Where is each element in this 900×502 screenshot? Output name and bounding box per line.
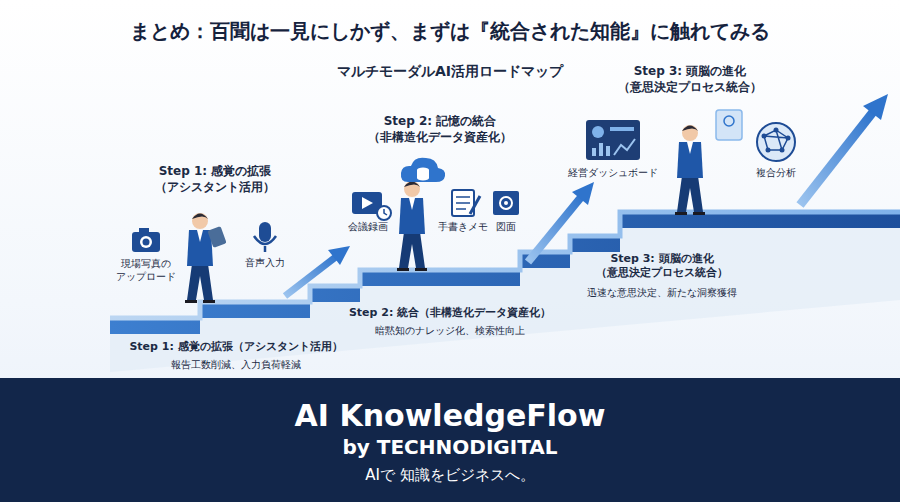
label-text: 報告工数削減、入力負荷軽減 [171,358,301,371]
label-text: 暗黙知のナレッジ化、検索性向上 [375,324,525,337]
progress-arrow [285,246,350,296]
blueprint-icon [493,191,519,215]
label-text: 会議録画 [348,220,388,233]
label-text: 現場写真の アップロード [111,257,181,283]
label-text: Step 1: 感覚の拡張（アシスタント活用） [129,340,342,354]
microphone-icon [254,222,276,252]
band-text: AI KnowledgeFlow [0,396,900,435]
diagram-title: まとめ：百聞は一見にしかず、まずは『統合された知能』に触れてみる [130,18,770,44]
person-figure [185,213,215,303]
label-text: Step 3: 頭脳の進化 （意思決定プロセス統合） [582,252,742,281]
label-text: 迅速な意思決定、新たな洞察獲得 [587,286,737,299]
label-text: Step 1: 感覚の拡張 （アシスタント活用） [145,164,285,195]
person-figure [397,181,427,271]
label-text: 複合分析 [756,166,796,179]
label-text: Step 2: 記憶の統合 （非構造化データ資産化） [360,114,520,145]
label-text: 経営ダッシュボード [568,166,658,179]
band-text: by TECHNODIGITAL [0,434,900,460]
person-figure [675,125,705,215]
brand-band: AI KnowledgeFlowby TECHNODIGITAL AIで 知識をビ… [0,378,900,502]
progress-arrow [528,182,594,262]
label-text: マルチモーダルAI活用ロードマップ [337,62,563,80]
camera-icon [132,228,160,252]
label-text: 音声入力 [245,256,285,269]
label-text: 手書きメモ [438,220,488,233]
label-text: 図面 [496,220,516,233]
dashboard-icon [586,120,640,160]
cloud-icon [401,158,445,182]
label-text: Step 2: 統合（非構造化データ資産化） [349,306,551,320]
progress-arrow [800,94,888,205]
memo-icon [452,190,480,216]
video-icon [352,192,391,220]
label-text: Step 3: 頭脳の進化 （意思決定プロセス統合） [610,64,770,95]
brain-network-icon [757,123,795,161]
band-text: AIで 知識をビジネスへ。 [0,466,900,486]
